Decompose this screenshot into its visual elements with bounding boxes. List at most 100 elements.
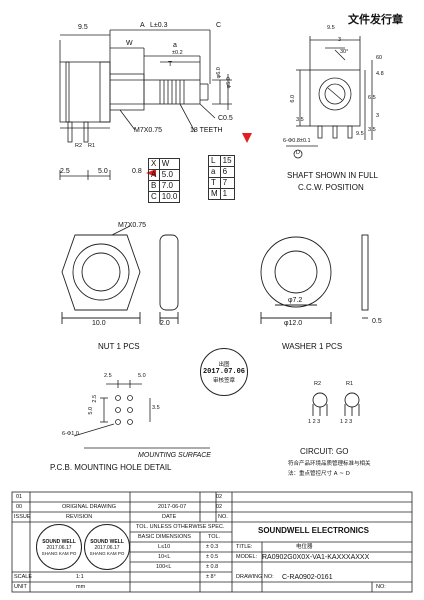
l-cell: 1 (219, 188, 235, 200)
approval-stamp-2-title: SOUND WELL (90, 538, 124, 545)
rev-id: 01 (16, 494, 23, 500)
tol-cell: ± 0.5 (206, 554, 219, 560)
circuit-r2: R2 (314, 381, 322, 387)
rev-header-issue: ISSUE (14, 514, 31, 520)
washer-caption: WASHER 1 PCS (282, 342, 343, 351)
front-dim: 9.5 (327, 25, 335, 31)
env-note-2: 法：重点管控尺寸 A ~ D (288, 471, 350, 477)
front-dim: 30° (340, 49, 349, 55)
nut-thick-dim: 2.0 (160, 320, 170, 327)
env-note-1: 符合产品环境品质管理标准与相关 (288, 461, 371, 467)
pcb-dim: 2.5 (104, 373, 112, 379)
unit-label: UNIT (14, 584, 27, 590)
rev-id: 00 (16, 504, 23, 510)
washer-outer-dim: φ12.0 (284, 320, 303, 327)
label-L: L±0.3 (150, 22, 168, 29)
rev-header-revision: REVISION (66, 514, 93, 520)
approval-stamp-2: SOUND WELL 2017.06.17 SHANG KAM PO (84, 524, 130, 570)
pcb-hole-callout: 6-Φ1.0 (62, 431, 79, 437)
dim-W: W (126, 40, 133, 47)
teeth-label: 18 TEETH (190, 127, 223, 134)
mounting-surface-label: MOUNTING SURFACE (138, 452, 211, 459)
red-arrow-top (242, 133, 252, 143)
dim-2-5: 2.5 (60, 168, 70, 175)
dim-total: 9.5 (78, 24, 88, 31)
circuit-pins-r1: 1 2 3 (340, 419, 353, 425)
rev-header-no: NO. (218, 514, 228, 520)
model-label: MODEL: (236, 554, 258, 560)
front-dim: 3.5 (296, 117, 304, 123)
front-dim: 3 (338, 37, 342, 43)
dim-T: T (168, 61, 173, 68)
pin-hole-dim: 6-Φ0.8±0.1 (283, 138, 311, 144)
tol-cell: L≤10 (158, 544, 171, 550)
drawing-no-label: DRAWING NO: (236, 574, 274, 580)
nut-caption: NUT 1 PCS (98, 342, 140, 351)
nut-width-dim: 10.0 (92, 320, 106, 327)
washer-thick-dim: 0.5 (372, 318, 382, 325)
rev-desc: ORIGINAL DRAWING (62, 504, 116, 510)
dim-a-tol: ±0.2 (172, 50, 183, 56)
release-stamp-date: 2017.07.06 (202, 368, 245, 376)
release-stamp-footer: 审核签章 (212, 378, 235, 384)
drawing-no-value: C-RA0902-0161 (282, 574, 333, 581)
tol-header: TOL. UNLESS OTHERWISE SPEC. (136, 524, 225, 530)
pcb-dim: 3.5 (152, 405, 160, 411)
approval-stamp-1: SOUND WELL 2017.06.17 SHANG KAM PO (36, 524, 82, 570)
approval-stamp-2-date: 2017.06.17 (94, 544, 120, 551)
scale-value: 1:1 (76, 574, 84, 580)
rev-num: 02 (216, 504, 223, 510)
thread-label: M7X0.75 (134, 127, 163, 134)
release-stamp: 出图 2017.07.06 审核签章 (200, 348, 248, 396)
unit-value: mm (76, 584, 86, 590)
front-dim: 6.5 (368, 95, 376, 101)
title-label: TITLE: (236, 544, 253, 550)
washer-inner-dim: φ7.2 (288, 297, 303, 304)
label-C: C (216, 22, 222, 29)
model-value: RA0902G0X0X-VA1-KAXXXAXXX (262, 554, 370, 561)
company-name: SOUNDWELL ELECTRONICS (258, 526, 369, 535)
chamfer-label: C0.5 (218, 115, 233, 122)
approval-stamp-1-name: SHANG KAM PO (41, 550, 77, 556)
circuit-r1: R1 (346, 381, 354, 387)
release-stamp-title: 出图 (218, 362, 230, 368)
circuit-pins-r2: 1 2 3 (308, 419, 321, 425)
circuit-caption: CIRCUIT: GO (300, 447, 349, 456)
tol-cell: ± 8° (206, 574, 216, 580)
pcb-caption: P.C.B. MOUNTING HOLE DETAIL (50, 463, 172, 472)
front-dim: 3.5 (368, 127, 376, 133)
document-status-stamp: 文件发行章 (348, 13, 403, 26)
rev-num: 02 (216, 494, 223, 500)
dim-5-0: 5.0 (98, 168, 108, 175)
tol-col-tol: TOL. (208, 534, 221, 540)
title-value: 电位器 (296, 544, 313, 550)
shaft-caption-1: SHAFT SHOWN IN FULL (287, 171, 378, 180)
tol-cell: ± 0.8 (206, 564, 219, 570)
pcb-dim: 5.0 (138, 373, 146, 379)
tol-cell: 10<L (158, 554, 171, 560)
dim-0-8: 0.8 (132, 168, 142, 175)
front-dim: 60 (376, 55, 383, 61)
tol-cell: 100<L (156, 564, 172, 570)
shaft-caption-2: C.C.W. POSITION (298, 183, 364, 192)
xw-cell: C (148, 191, 160, 203)
front-dim: 9.5 (356, 131, 364, 137)
no-label: NO: (376, 584, 386, 590)
xw-cell: 10.0 (158, 191, 181, 203)
pin-r1: R1 (88, 143, 96, 149)
dim-a: a (173, 42, 177, 49)
nut-thread-label: M7X0.75 (118, 222, 147, 229)
label-A: A (140, 22, 145, 29)
front-dim: 3 (376, 113, 380, 119)
scale-label: SCALE (14, 574, 33, 580)
label-D: D (296, 150, 300, 156)
approval-stamp-1-title: SOUND WELL (42, 538, 76, 545)
